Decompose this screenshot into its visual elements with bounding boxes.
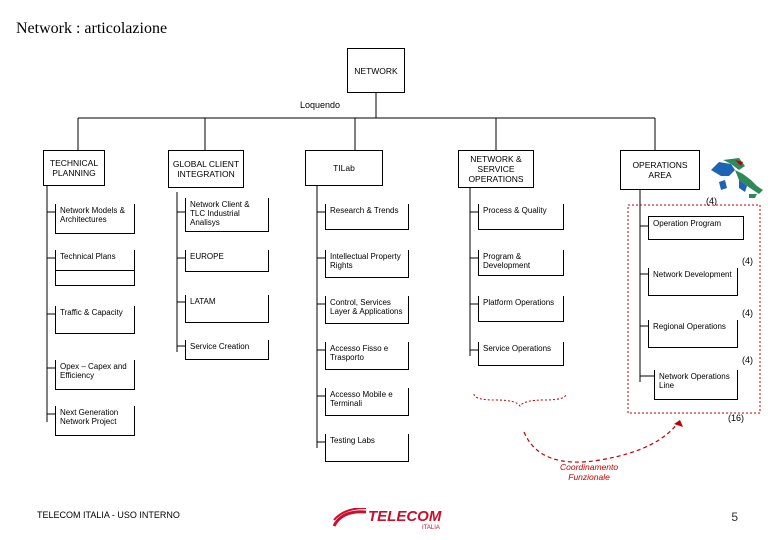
unit-label: Opex – Capex and Efficiency: [60, 362, 127, 380]
column-header-label: TILab: [333, 163, 355, 173]
unit-technical-plans: Technical Plans: [55, 250, 135, 286]
unit-regional-operations: Regional Operations: [648, 320, 738, 348]
unit-network-client: Network Client & TLC Industrial Analisys: [185, 198, 269, 232]
network-label: NETWORK: [354, 65, 398, 76]
unit-label: Research & Trends: [330, 206, 399, 215]
unit-testing-labs: Testing Labs: [325, 434, 409, 462]
unit-europe: EUROPE: [185, 250, 269, 272]
unit-network-development: Network Development: [648, 268, 738, 296]
count-label: (4): [706, 196, 717, 206]
unit-research-trends: Research & Trends: [325, 204, 409, 230]
unit-label: Network Operations Line: [659, 372, 730, 390]
unit-network-models: Network Models & Architectures: [55, 204, 135, 234]
unit-label: Next Generation Network Project: [60, 408, 119, 426]
unit-label: Traffic & Capacity: [60, 308, 123, 317]
logo-sub: ITALIA: [422, 525, 440, 531]
unit-service-operations: Service Operations: [478, 342, 564, 366]
unit-label: Process & Quality: [483, 206, 547, 215]
italy-map-icon: [711, 158, 763, 198]
unit-label: LATAM: [190, 297, 216, 306]
unit-label: Intellectual Property Rights: [330, 252, 401, 270]
column-header-label: TECHNICAL PLANNING: [49, 158, 99, 178]
coordination-label: Coordinamento Funzionale: [560, 462, 619, 482]
unit-label: Accesso Fisso e Trasporto: [330, 344, 389, 362]
footer-text: TELECOM ITALIA - USO INTERNO: [37, 510, 180, 520]
unit-label: Network Client & TLC Industrial Analisys: [190, 200, 250, 227]
unit-label: Network Models & Architectures: [60, 206, 125, 224]
unit-label: Operation Program: [653, 219, 722, 228]
unit-label: Technical Plans: [60, 252, 116, 261]
column-header-label: OPERATIONS AREA: [632, 160, 688, 180]
loquendo-label: Loquendo: [300, 100, 341, 110]
count-label: (4): [742, 256, 753, 266]
unit-accesso-fisso: Accesso Fisso e Trasporto: [325, 342, 409, 370]
unit-control-services: Control, Services Layer & Applications: [325, 296, 409, 324]
unit-label: Accesso Mobile e Terminali: [330, 390, 393, 408]
telecom-stripes-icon: [332, 508, 367, 527]
unit-label: Regional Operations: [653, 322, 726, 331]
unit-label: Platform Operations: [483, 298, 555, 307]
unit-label: Testing Labs: [330, 436, 375, 445]
logo-word: TELECOM: [368, 508, 442, 525]
unit-label: Service Operations: [483, 344, 552, 353]
unit-label: EUROPE: [190, 252, 224, 261]
unit-next-generation: Next Generation Network Project: [55, 406, 135, 436]
unit-platform-operations: Platform Operations: [478, 296, 564, 322]
unit-process-quality: Process & Quality: [478, 204, 564, 230]
column-header-technical-planning: TECHNICAL PLANNING: [43, 150, 105, 186]
unit-label: Service Creation: [190, 342, 250, 351]
column-header-label: NETWORK & SERVICE OPERATIONS: [468, 154, 524, 184]
page-title: Network : articolazione: [16, 20, 168, 37]
unit-opex-capex: Opex – Capex and Efficiency: [55, 360, 135, 390]
column-header-network-service-operations: NETWORK & SERVICE OPERATIONS: [458, 150, 534, 188]
count-label: (4): [742, 308, 753, 318]
count-label: (16): [728, 413, 745, 423]
unit-intellectual-property: Intellectual Property Rights: [325, 250, 409, 278]
unit-latam: LATAM: [185, 295, 269, 323]
unit-label: Program & Development: [483, 252, 531, 270]
unit-operation-program: Operation Program: [648, 216, 744, 240]
telecom-logo: TELECOM ITALIA: [332, 504, 462, 534]
network-box: NETWORK: [347, 48, 405, 93]
unit-service-creation: Service Creation: [185, 340, 269, 360]
unit-accesso-mobile: Accesso Mobile e Terminali: [325, 388, 409, 416]
unit-program-development: Program & Development: [478, 250, 564, 276]
column-header-operations-area: OPERATIONS AREA: [620, 150, 700, 190]
column-header-label: GLOBAL CLIENT INTEGRATION: [172, 159, 240, 179]
unit-traffic-capacity: Traffic & Capacity: [55, 306, 135, 334]
unit-network-operations-line: Network Operations Line: [654, 370, 738, 400]
unit-label: Control, Services Layer & Applications: [330, 298, 403, 316]
column-header-global-client: GLOBAL CLIENT INTEGRATION: [168, 150, 244, 188]
page-number: 5: [731, 510, 738, 524]
unit-label: Network Development: [653, 270, 732, 279]
count-label: (4): [742, 355, 753, 365]
column-header-tilab: TILab: [305, 150, 383, 186]
